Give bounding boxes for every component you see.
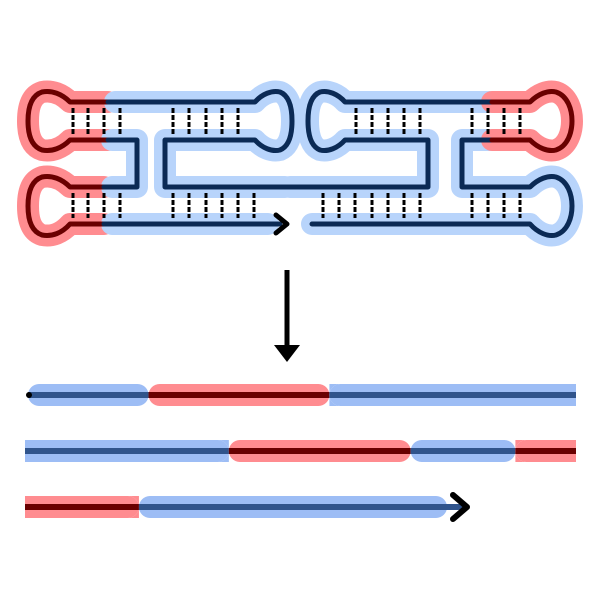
halo-layer (17, 80, 583, 247)
product-strands (25, 384, 576, 522)
product-strand-3 (25, 492, 470, 522)
basepairs-bottom-right (470, 193, 522, 218)
product-strand-1 (26, 384, 576, 406)
product-strand-2 (25, 440, 576, 462)
hairpin-bottom-left-strand (25, 174, 107, 238)
top-left-connector-halo (101, 129, 148, 198)
hairpin-top-right-strand (489, 89, 575, 153)
hairpin-top-left-strand (25, 89, 111, 153)
basepairs-top-mid-right (354, 108, 422, 134)
top-row-right-strand (297, 89, 495, 190)
arrow-down-icon (274, 345, 300, 362)
hairpin-complex (17, 80, 583, 247)
strand-arrowhead-icon (450, 492, 470, 522)
basepairs-top-left (71, 108, 122, 134)
right-connector-strand (309, 137, 575, 238)
strand-start-dot-icon (26, 392, 32, 398)
basepairs-bottom-left (71, 193, 122, 218)
basepair-layer (71, 108, 522, 218)
top-row-upper-strand (105, 89, 303, 190)
strand-arrowhead-icon (273, 212, 290, 236)
basepairs-bottom-mid-left (171, 193, 256, 218)
basepairs-bottom-mid-right (321, 193, 422, 218)
basepairs-top-right (470, 108, 522, 134)
basepairs-top-mid-left (171, 108, 240, 134)
top-left-connector-strand (101, 137, 140, 190)
transition-arrow (274, 270, 300, 362)
strand-layer (25, 89, 575, 238)
